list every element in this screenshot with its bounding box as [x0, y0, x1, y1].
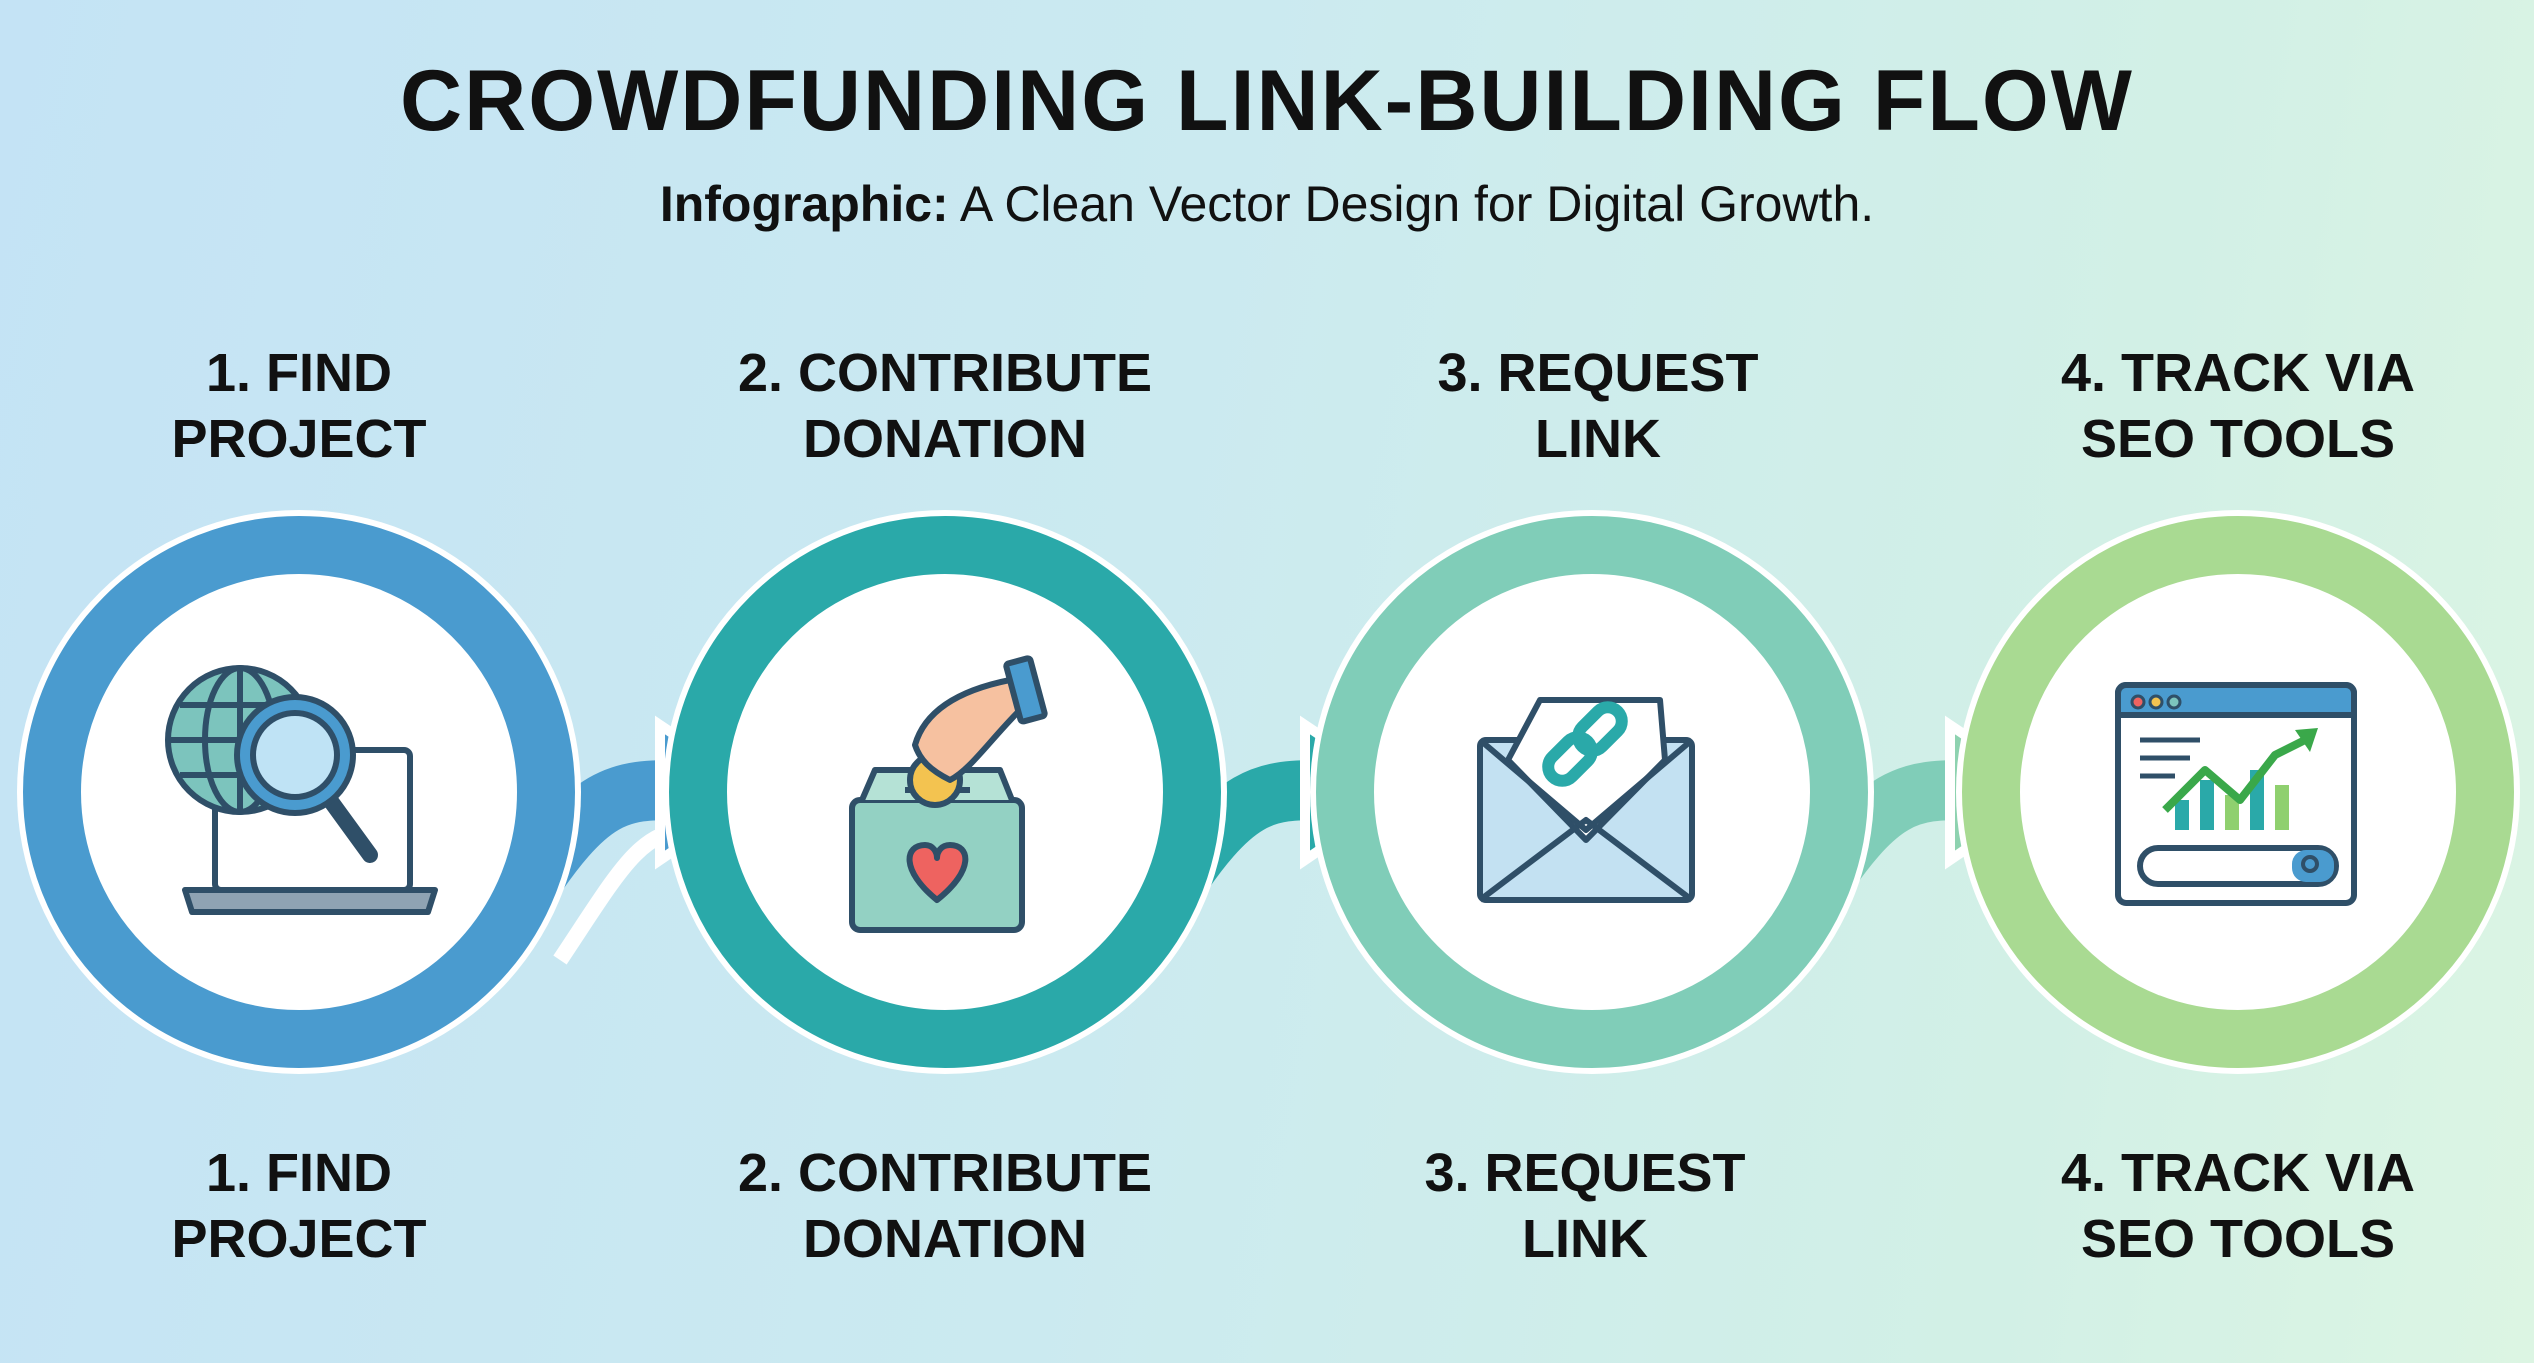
step-label-line: LINK: [1535, 409, 1661, 469]
seo-analytics-icon: [2115, 682, 2357, 906]
step-label-line: LINK: [1522, 1209, 1648, 1269]
step-label-line: 2. CONTRIBUTE: [737, 343, 1153, 403]
step-label-line: 3. REQUEST: [1437, 343, 1759, 403]
subtitle-bold: Infographic:: [659, 176, 949, 232]
step-label-line: PROJECT: [171, 1209, 427, 1269]
step-label-line: 4. TRACK VIA: [2060, 343, 2416, 403]
donation-box-icon: [849, 655, 1048, 933]
page-title: CROWDFUNDING LINK-BUILDING FLOW: [400, 53, 2134, 149]
step-label-line: 4. TRACK VIA: [2060, 1143, 2416, 1203]
step-label-line: SEO TOOLS: [2080, 1209, 2396, 1269]
step-label-line: DONATION: [803, 409, 1087, 469]
envelope-link-icon: [1477, 697, 1695, 903]
step-label-line: 1. FIND: [205, 1143, 393, 1203]
subtitle-text: A Clean Vector Design for Digital Growth…: [948, 176, 1875, 232]
step-label-line: 3. REQUEST: [1424, 1143, 1746, 1203]
step-label-line: PROJECT: [171, 409, 427, 469]
step-label-line: SEO TOOLS: [2080, 409, 2396, 469]
step-label-line: 1. FIND: [205, 343, 393, 403]
step-label-line: 2. CONTRIBUTE: [737, 1143, 1153, 1203]
step-label-line: DONATION: [803, 1209, 1087, 1269]
page-subtitle: Infographic: A Clean Vector Design for D…: [0, 175, 2534, 233]
globe-search-laptop-icon: [165, 665, 438, 915]
